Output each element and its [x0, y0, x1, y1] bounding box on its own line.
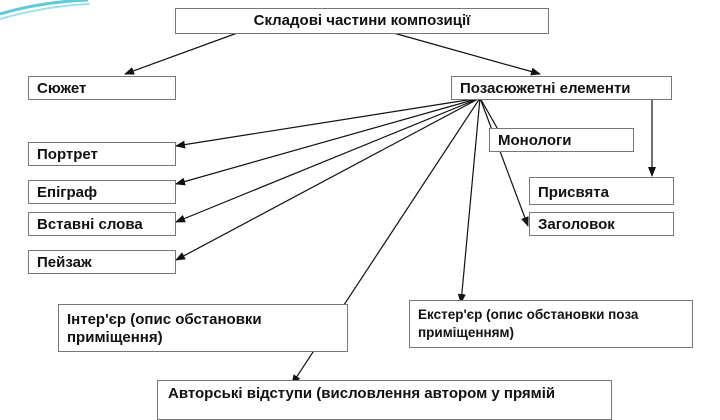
- dedication-label: Присвята: [538, 184, 609, 201]
- extra-plot-elements-node: Позасюжетні елементи: [451, 76, 672, 100]
- decorative-swoosh: [0, 0, 90, 20]
- portrait-label: Портрет: [37, 146, 98, 163]
- root-node: Складові частини композиції: [175, 8, 549, 34]
- monologues-label: Монологи: [498, 132, 572, 149]
- exterior-label: Екстер'єр (опис обстановки поза приміщен…: [418, 307, 639, 340]
- landscape-label: Пейзаж: [37, 254, 92, 271]
- plot-label: Сюжет: [37, 80, 87, 97]
- monologues-node: Монологи: [489, 128, 634, 152]
- authors-digressions-label: Авторські відступи (висловлення автором …: [168, 385, 556, 402]
- root-label: Складові частини композиції: [253, 12, 471, 29]
- landscape-node: Пейзаж: [28, 250, 176, 274]
- exterior-node: Екстер'єр (опис обстановки поза приміщен…: [409, 300, 693, 348]
- authors-digressions-node: Авторські відступи (висловлення автором …: [157, 380, 612, 420]
- epigraph-label: Епіграф: [37, 184, 98, 201]
- dedication-node: Присвята: [529, 177, 674, 205]
- extra-plot-elements-label: Позасюжетні елементи: [460, 80, 631, 97]
- inserted-words-node: Вставні слова: [28, 212, 176, 236]
- inserted-words-label: Вставні слова: [37, 216, 143, 233]
- title-label: Заголовок: [538, 216, 615, 233]
- portrait-node: Портрет: [28, 142, 176, 166]
- epigraph-node: Епіграф: [28, 180, 176, 204]
- interior-node: Інтер'єр (опис обстановки приміщення): [58, 304, 348, 352]
- title-node: Заголовок: [529, 212, 674, 236]
- interior-label: Інтер'єр (опис обстановки приміщення): [67, 311, 262, 346]
- plot-node: Сюжет: [28, 76, 176, 100]
